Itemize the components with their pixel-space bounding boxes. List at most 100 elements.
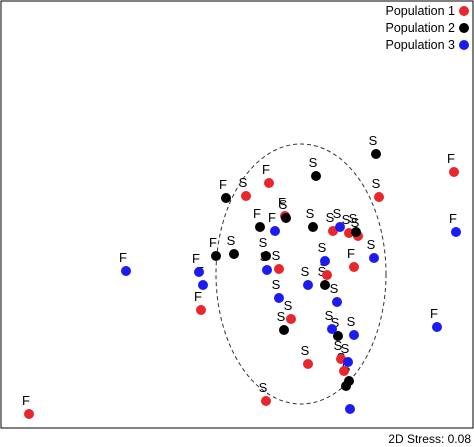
point-label: S [330,281,339,296]
data-point [303,359,313,369]
data-point [308,222,318,232]
data-point [335,222,345,232]
legend-label: Population 1 [385,4,455,18]
data-point [221,193,231,203]
point-label: S [318,264,327,279]
confidence-ellipse [215,143,387,405]
data-point [349,262,359,272]
data-point [279,325,289,335]
point-label: S [347,314,356,329]
data-point [322,270,332,280]
point-label: S [301,264,310,279]
point-label: F [449,211,457,226]
point-label: S [325,308,334,323]
point-label: F [22,393,30,408]
point-label: F [278,195,286,210]
data-point [432,322,442,332]
data-point [333,331,343,341]
data-point [371,149,381,159]
legend-label: Population 3 [385,38,455,52]
data-point [261,396,271,406]
data-point [264,178,274,188]
data-point [241,191,251,201]
data-point [320,280,330,290]
data-point [339,366,349,376]
point-label: S [372,176,381,191]
point-layer [24,149,461,419]
point-label: S [349,211,358,226]
data-point [332,297,342,307]
data-point [211,251,221,261]
point-label: S [272,248,281,263]
point-label: F [430,306,438,321]
point-label: S [351,215,360,230]
data-point [196,305,206,315]
point-label: S [284,298,293,313]
data-point [274,264,284,274]
point-label: S [318,240,327,255]
legend: Population 1 Population 2 Population 3 [385,4,469,52]
data-point [262,265,272,275]
data-point [311,171,321,181]
legend-marker [459,40,469,50]
data-point [451,227,461,237]
data-point [198,280,208,290]
ellipse-layer [215,143,387,405]
point-label: S [227,233,236,248]
point-label: S [341,341,350,356]
data-point [374,192,384,202]
data-point [369,253,379,263]
point-label: S [326,210,335,225]
data-point [286,314,296,324]
data-point [261,251,271,261]
data-point [255,222,265,232]
point-label: S [342,212,351,227]
stress-label: 2D Stress: 0.08 [388,432,471,446]
data-point [229,249,239,259]
data-point [320,256,330,266]
data-point [341,381,351,391]
point-label: F [192,251,200,266]
point-label: F [194,289,202,304]
data-point [449,167,459,177]
point-label: F [447,151,455,166]
point-label: F [262,162,270,177]
point-label: S [306,206,315,221]
point-label: S [259,235,268,250]
legend-label: Population 2 [385,21,455,35]
data-point [345,404,355,414]
point-label: S [334,338,343,353]
point-label: S [331,315,340,330]
point-label: F [347,246,355,261]
data-point [327,324,337,334]
point-label: S [272,277,281,292]
point-label: S [333,206,342,221]
legend-marker [459,6,469,16]
data-point [351,227,361,237]
point-label: S [309,155,318,170]
point-label: S [367,237,376,252]
point-label: S [277,309,286,324]
point-label: F [253,206,261,221]
legend-marker [459,23,469,33]
point-label: S [259,380,268,395]
point-label: F [219,177,227,192]
data-point [303,280,313,290]
point-label: F [119,250,127,265]
data-point [270,226,280,236]
point-label: F [268,210,276,225]
data-point [349,330,359,340]
data-point [281,213,291,223]
data-point [343,357,353,367]
data-point [194,267,204,277]
data-point [274,293,284,303]
point-label: S [239,175,248,190]
point-label: S [301,343,310,358]
data-point [121,266,131,276]
point-label: S [279,197,288,212]
plot-frame [0,0,474,429]
data-point [24,409,34,419]
point-label: S [369,133,378,148]
point-label: F [209,235,217,250]
